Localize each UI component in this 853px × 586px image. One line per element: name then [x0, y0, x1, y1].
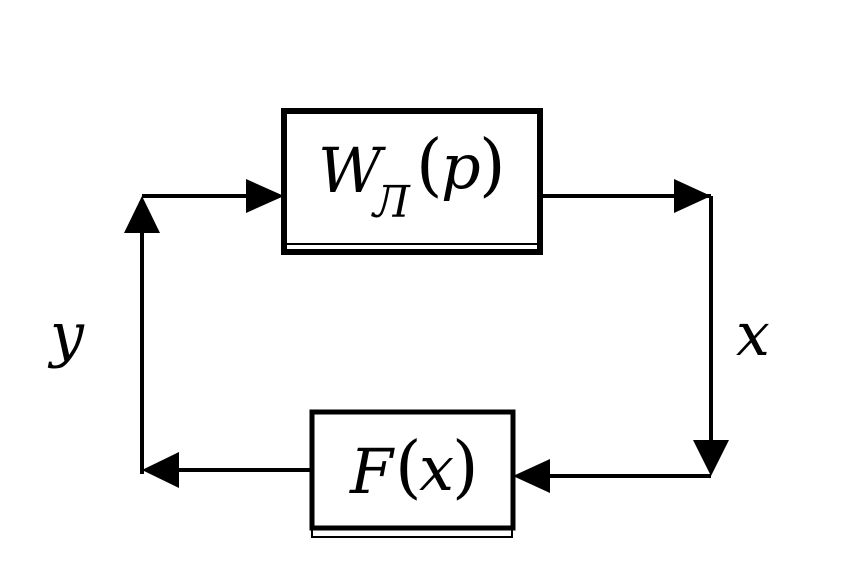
arrow-left-up: [124, 196, 160, 233]
arrow-right-down: [693, 440, 729, 476]
linear-block-symbol: W: [318, 134, 386, 207]
linear-block-subscript: Л: [371, 177, 411, 228]
nonlinear-block: F ( x ): [309, 409, 516, 538]
nonlinear-block-close-paren: ): [452, 428, 479, 507]
linear-block-frame: [281, 108, 543, 255]
signal-label-x: x: [736, 300, 770, 370]
linear-block-close-paren: ): [479, 126, 506, 205]
signal-label-y: y: [47, 300, 85, 370]
nonlinear-block-symbol: F: [349, 435, 395, 508]
arrowheads: [124, 179, 729, 493]
nonlinear-block-open-paren: (: [395, 428, 422, 507]
arrow-into-nonlinear-block: [513, 459, 550, 493]
linear-block-open-paren: (: [416, 126, 443, 205]
arrow-into-linear-block: [246, 179, 284, 213]
linear-block: W Л ( p ): [281, 108, 543, 255]
linear-block-argument: p: [441, 130, 481, 203]
nonlinear-block-argument: x: [419, 432, 454, 505]
arrow-nonlinear-output: [142, 452, 179, 488]
arrow-linear-output: [674, 179, 711, 213]
